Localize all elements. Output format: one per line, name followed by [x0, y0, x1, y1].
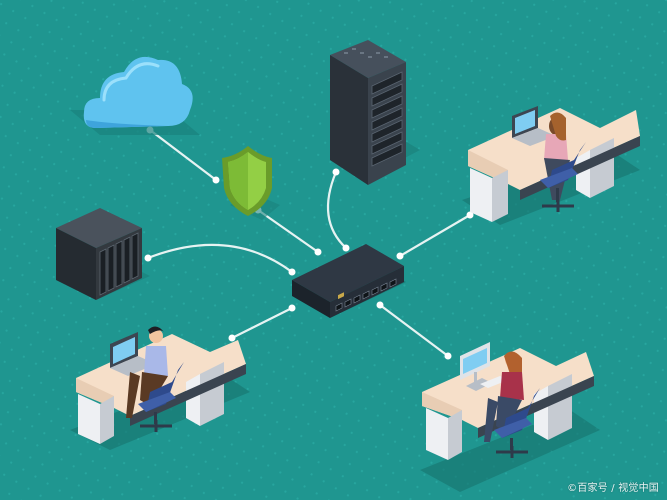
server-rack-icon	[330, 40, 420, 185]
workstation-top-right	[462, 106, 640, 225]
shield-icon	[222, 146, 280, 220]
workstation-bottom-right	[420, 342, 600, 492]
link-nas-switch	[146, 243, 294, 274]
link-workstation-tr-switch	[398, 213, 472, 258]
link-workstation-bl-switch	[230, 306, 294, 340]
workstation-bottom-left	[70, 326, 250, 450]
cloud-icon	[70, 56, 200, 135]
switch-icon	[292, 244, 406, 318]
connection-lines	[146, 128, 472, 358]
link-shield-switch	[256, 208, 320, 254]
link-workstation-br-switch	[378, 303, 450, 358]
link-cloud-shield	[148, 128, 218, 182]
link-server-switch	[326, 170, 348, 250]
nas-icon	[56, 208, 150, 300]
watermark-text: ©百家号 / 视觉中国	[567, 483, 659, 494]
